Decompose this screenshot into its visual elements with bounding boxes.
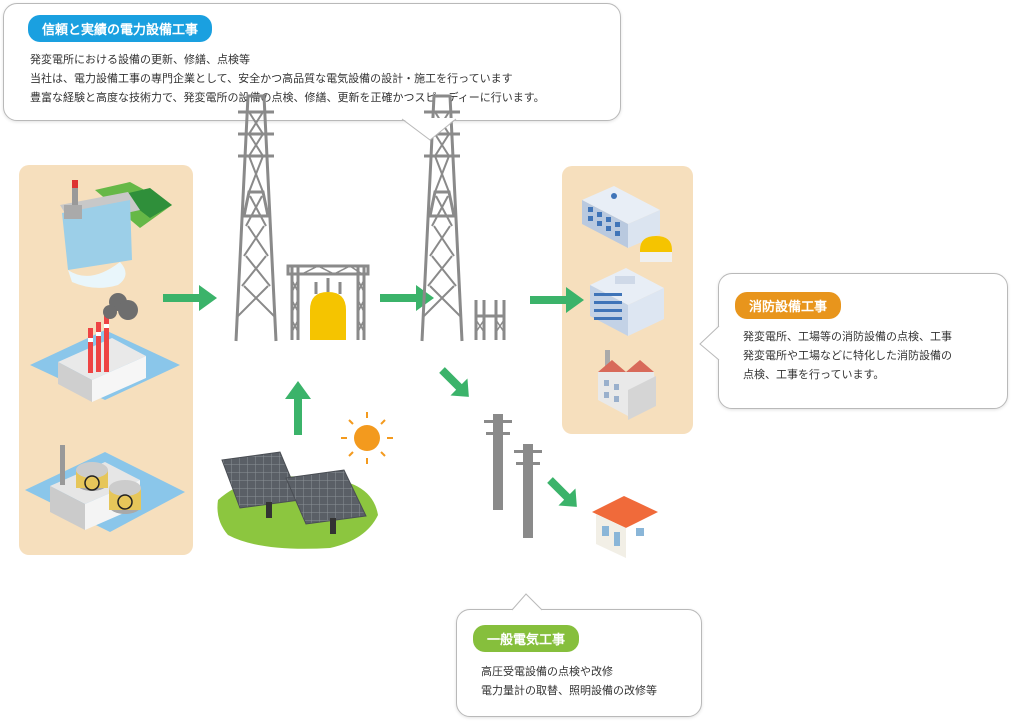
main-callout-line: 発変電所における設備の更新、修繕、点検等	[30, 53, 250, 66]
transmission-tower-icon	[234, 94, 278, 343]
small-gantry-icon	[474, 300, 506, 340]
solar-panel-icon	[217, 451, 378, 549]
factory-icon	[598, 350, 656, 420]
sun-icon	[341, 412, 393, 464]
general-callout-line: 高圧受電設備の点検や改修	[481, 665, 613, 678]
fire-callout-line: 点検、工事を行っています。	[743, 368, 885, 381]
nuclear-plant-icon	[25, 445, 185, 532]
main-callout-pointer	[401, 118, 457, 141]
general-callout-pointer	[511, 593, 543, 611]
flow-arrow-right	[530, 287, 584, 313]
fire-callout-title: 消防設備工事	[735, 292, 842, 319]
utility-pole-icon	[484, 414, 512, 510]
general-callout-line: 電力量計の取替、照明設備の改修等	[481, 684, 657, 697]
fire-callout-line: 発変電所や工場などに特化した消防設備の	[743, 349, 952, 362]
general-callout-body: 高圧受電設備の点検や改修 電力量計の取替、照明設備の改修等	[481, 662, 657, 700]
school-building-icon	[582, 186, 672, 262]
general-callout: 一般電気工事 高圧受電設備の点検や改修 電力量計の取替、照明設備の改修等	[456, 609, 702, 717]
flow-arrow-down-right	[439, 367, 469, 397]
fire-callout-line: 発変電所、工場等の消防設備の点検、工事	[743, 330, 952, 343]
fire-callout: 消防設備工事 発変電所、工場等の消防設備の点検、工事 発変電所や工場などに特化し…	[718, 273, 1008, 409]
substation-transformer-icon	[286, 264, 370, 340]
main-callout-line: 当社は、電力設備工事の専門企業として、安全かつ高品質な電気設備の設計・施工を行っ…	[30, 72, 513, 85]
office-building-icon	[590, 268, 664, 336]
flow-arrow-right	[163, 285, 217, 311]
fire-callout-body: 発変電所、工場等の消防設備の点検、工事 発変電所や工場などに特化した消防設備の …	[743, 327, 952, 384]
flow-arrow-down-right	[547, 477, 577, 507]
general-callout-title: 一般電気工事	[473, 625, 580, 652]
main-callout-body: 発変電所における設備の更新、修繕、点検等 当社は、電力設備工事の専門企業として、…	[30, 50, 545, 107]
house-icon	[592, 496, 658, 558]
main-callout-line: 豊富な経験と高度な技術力で、発変電所の設備の点検、修繕、更新を正確かつスピーディ…	[30, 91, 545, 104]
hydro-plant-icon	[60, 180, 172, 288]
main-callout: 信頼と実績の電力設備工事 発変電所における設備の更新、修繕、点検等 当社は、電力…	[3, 3, 621, 121]
flow-arrow-up	[285, 381, 311, 435]
fire-callout-pointer	[699, 325, 720, 361]
main-callout-title: 信頼と実績の電力設備工事	[28, 15, 213, 42]
utility-pole-icon	[514, 444, 542, 538]
thermal-plant-icon	[30, 293, 180, 402]
